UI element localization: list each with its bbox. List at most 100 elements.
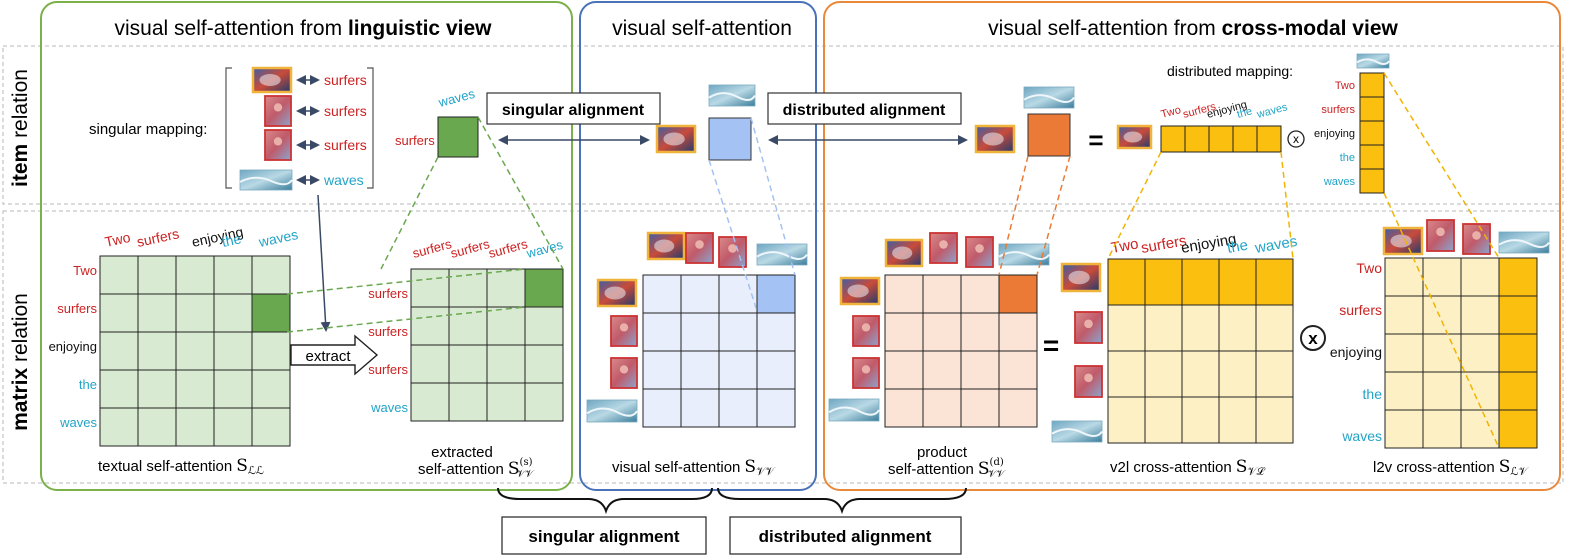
bottom-distributed-box [729,516,962,555]
product-matrix-cell [998,350,1038,390]
item-row-vector-cell [1232,125,1258,153]
product-matrix-cell [884,274,924,314]
cross-modal-panel [823,1,1561,491]
product-col-thumb-0 [884,238,924,268]
textual-matrix-cell [251,255,291,295]
orange-item-cell [1027,113,1071,157]
orange-item-surf-thumb-highlight [982,132,1004,146]
textual-col-label-1: surfers [135,225,180,250]
extracted-col-label-3: waves [524,237,565,261]
product-col-thumb-2-head [975,244,984,253]
blue-item-surf-thumb-highlight [663,132,685,146]
matrix-equals-sign: = [1043,330,1059,361]
singular-brace [497,487,713,515]
product-col-thumb-1 [929,232,958,264]
mapping-thumb-2-head [273,137,283,146]
v2l-row-thumb-2-head [1084,373,1093,383]
textual-matrix-cell [213,331,253,371]
mapping-thumb-3 [239,169,293,191]
textual-matrix-cell [99,407,139,447]
l2v-col-thumb-1-head [1436,227,1445,237]
mapping-thumb-2 [264,129,292,161]
product-row-thumb-1-head [861,323,871,332]
visual-row-thumb-2-head [619,365,629,374]
orange-item-wave-thumb [1023,86,1075,109]
v2l-col-label-0: Two [1110,235,1140,257]
blue-dash-left [708,159,758,312]
yellow-dash-col-top [1383,72,1500,259]
blue-item-cell [708,117,752,161]
item-col-vector [1359,72,1385,194]
bottom-singular-box [501,516,707,555]
item-col-thumb-crest [1356,58,1390,65]
l2v-matrix-cell [1498,409,1538,449]
extracted-caption-line1: extracted [431,444,493,461]
extracted-matrix [410,268,564,422]
textual-col-label-4: waves [256,226,299,250]
l2v-matrix-cell [1460,257,1500,297]
v2l-row-thumb-3-crest [1051,428,1103,437]
textual-matrix-cell [137,293,177,333]
v2l-matrix-cell [1144,396,1183,444]
visual-col-thumb-2-head [728,244,737,253]
textual-row-label-2: enjoying [49,339,97,354]
extracted-matrix-cell [410,268,450,308]
extracted-matrix-cell [524,306,564,346]
v2l-matrix [1107,258,1294,444]
l2v-matrix-cell [1460,333,1500,373]
item-row-vector [1160,125,1282,153]
v2l-matrix-cell [1107,396,1146,444]
blue-item-wave-thumb-crest [708,92,756,101]
l2v-matrix-cell [1384,371,1424,411]
mapping-word-0: surfers [324,72,367,88]
l2v-matrix-cell [1422,295,1462,335]
v2l-matrix-cell [1181,396,1220,444]
l2v-row-label-2: enjoying [1330,344,1382,360]
l2v-matrix-cell [1460,409,1500,449]
extracted-matrix-cell [410,382,450,422]
v2l-matrix-cell [1181,258,1220,306]
product-matrix-cell [998,274,1038,314]
extracted-row-label-1: surfers [368,324,408,339]
product-matrix-cell [998,312,1038,352]
extracted-col-label-2: surfers [487,236,530,261]
item-col-label-4: waves [1323,176,1356,188]
textual-matrix-cell [251,331,291,371]
visual-row-thumb-0-highlight [604,286,626,300]
v2l-matrix-cell [1255,396,1294,444]
visual-col-thumb-2 [718,236,747,268]
item-col-label-1: surfers [1321,104,1355,116]
l2v-col-thumb-1 [1426,219,1455,252]
extracted-matrix-cell [486,382,526,422]
product-matrix-cell [960,312,1000,352]
product-col-thumb-1-frame [929,232,958,264]
visual-row-thumb-3-crest [586,407,638,417]
product-row-thumb-2 [852,357,880,389]
product-col-thumb-3 [998,243,1050,266]
v2l-row-thumb-1-head [1084,319,1093,329]
product-row-thumb-0-frame [839,276,881,306]
distributed-alignment-box [767,92,962,125]
l2v-row-label-0: Two [1356,260,1382,276]
product-matrix-cell [922,350,962,390]
extract-label: extract [305,348,351,365]
extracted-matrix-cell [448,344,488,384]
l2v-matrix-cell [1498,333,1538,373]
linguistic-panel-title: visual self-attention from linguistic vi… [115,17,493,40]
l2v-matrix-cell [1422,409,1462,449]
extracted-matrix-cell [410,306,450,346]
textual-row-label-1: surfers [57,301,97,316]
l2v-matrix-cell [1384,257,1424,297]
visual-panel [579,1,817,491]
product-matrix-cell [922,312,962,352]
mapping-bracket-right [367,67,374,189]
yellow-dash-row-right [1280,151,1294,260]
visual-col-thumb-3-crest [756,251,808,260]
visual-row-thumb-1-head [619,323,629,332]
item-relation-label: item relation [9,69,32,187]
visual-col-thumb-1-head [695,240,704,249]
